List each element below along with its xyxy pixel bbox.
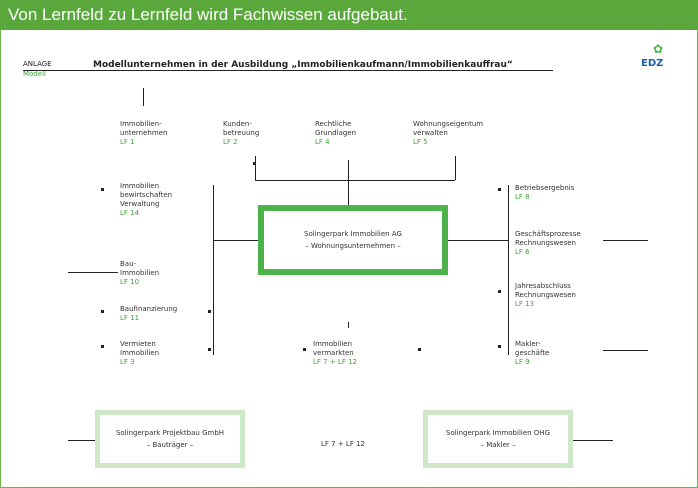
edz-logo: EDZ [641, 58, 664, 69]
leaf-icon: ✿ [653, 42, 664, 56]
diagram-title: Modellunternehmen in der Ausbildung „Imm… [93, 60, 513, 70]
page-title: Von Lernfeld zu Lernfeld wird Fachwissen… [0, 0, 698, 30]
connector [68, 272, 118, 273]
connector [573, 440, 613, 441]
connector [603, 350, 648, 351]
bullet-dot [101, 310, 104, 313]
connector [508, 185, 509, 355]
bullet-dot [498, 188, 501, 191]
connector [143, 88, 144, 106]
sub-company-right: Solingerpark Immobilien OHG– Makler – [423, 410, 573, 468]
connector [448, 240, 508, 241]
connector [255, 180, 455, 181]
bullet-dot [418, 348, 421, 351]
bullet-dot [101, 345, 104, 348]
connector [348, 160, 349, 205]
header-rule [23, 70, 553, 71]
bullet-dot [498, 345, 501, 348]
connector [213, 185, 214, 355]
bullet-dot [208, 310, 211, 313]
connector [68, 440, 95, 441]
central-company-box: Solingerpark Immobilien AG – Wohnungsunte… [258, 205, 448, 275]
header-left-label: ANLAGE [23, 60, 52, 68]
connector [348, 322, 349, 328]
connector [255, 156, 256, 180]
bullet-dot [101, 188, 104, 191]
middle-link-label: LF 7 + LF 12 [321, 440, 365, 448]
connector [213, 240, 258, 241]
bullet-dot [208, 348, 211, 351]
connector [455, 156, 456, 180]
connector [603, 240, 648, 241]
bullet-dot [303, 348, 306, 351]
central-line-2: – Wohnungsunternehmen – [305, 242, 401, 250]
bullet-dot [498, 290, 501, 293]
central-line-1: Solingerpark Immobilien AG [304, 230, 402, 238]
sub-company-left: Solingerpark Projektbau GmbH– Bauträger … [95, 410, 245, 468]
org-diagram: ANLAGE Modell Modellunternehmen in der A… [23, 40, 675, 485]
header-left-sub: Modell [23, 70, 46, 78]
bullet-dot [253, 162, 256, 165]
